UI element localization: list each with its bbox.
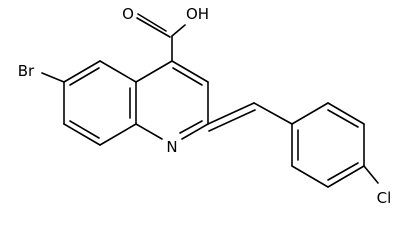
double-bond-c-o-b — [137, 13, 167, 32]
pyridine-ring — [135, 60, 209, 140]
bond-p1-p2 — [291, 102, 329, 125]
bond-vinyl-double — [208, 109, 256, 132]
bond-c4-c3 — [171, 60, 209, 83]
nitrogen-label: N — [166, 138, 177, 156]
bond-c4a-c4 — [135, 60, 173, 83]
bond-c6-br — [41, 72, 65, 83]
vinyl-linker — [207, 102, 293, 132]
bond-c8-c8a — [99, 123, 137, 146]
bond-p2-p3 — [327, 102, 365, 125]
bond-n1-c8a — [135, 123, 163, 140]
benzo-ring — [63, 60, 137, 146]
double-bond-p4-p5 — [327, 162, 359, 181]
bond-p4-p5 — [327, 165, 365, 188]
hydroxyl-label: OH — [186, 5, 209, 23]
bond-c2-n1 — [181, 123, 209, 140]
bond-c-oh — [171, 24, 186, 37]
bond-p5-p6 — [291, 165, 329, 188]
bond-c2-vinyl — [207, 102, 255, 125]
bond-c7-c8 — [63, 123, 101, 146]
double-bond-c4-c3 — [172, 67, 203, 86]
double-bond-c7-c8 — [69, 120, 100, 139]
double-bond-c-o-a — [136, 17, 171, 38]
carbonyl-oxygen-label: O — [122, 5, 134, 23]
double-bond-c5-c6 — [69, 67, 100, 86]
bromine-label: Br — [18, 62, 35, 80]
bond-c5-c6 — [63, 60, 101, 83]
carboxylic-acid-group: O OH — [122, 5, 209, 62]
molecule-structure: Br N O OH Cl — [18, 5, 392, 207]
double-bond-p2-p3 — [327, 109, 359, 128]
chlorophenyl-ring — [291, 102, 365, 188]
chlorine-label: Cl — [377, 189, 392, 207]
double-bond-c2-n1 — [179, 120, 203, 134]
bond-vinyl-aryl — [253, 102, 293, 125]
bond-p4-cl — [363, 165, 379, 184]
bond-c4a-c5 — [99, 60, 137, 83]
